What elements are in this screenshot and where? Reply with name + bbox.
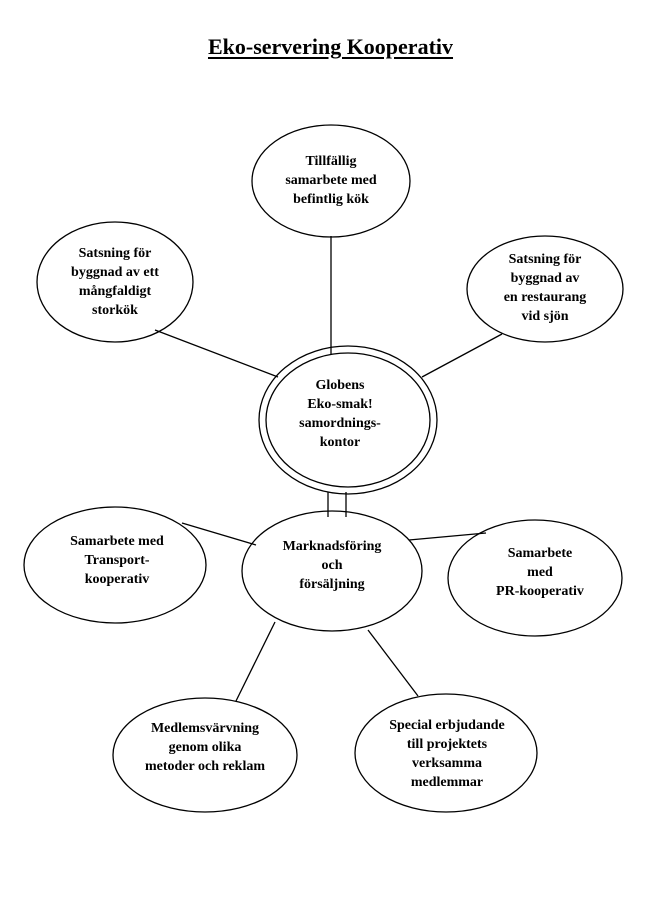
node-text-line: Samarbete med <box>70 533 164 549</box>
node-top-label: Tillfällig samarbete med befintlig kök <box>252 130 410 230</box>
node-text-line: Transport- <box>84 552 150 568</box>
connector-center-upper-left <box>154 329 279 378</box>
node-text-line: Samarbete <box>507 545 573 561</box>
node-top-ellipse <box>251 124 411 238</box>
node-text-line: mångfaldigt <box>78 284 152 299</box>
diagram-title-text: Eko-servering Kooperativ <box>207 34 454 59</box>
node-bottom-left-label: Medlemsvärvning genom olika metoder och re… <box>115 707 295 787</box>
connector-marketing-left <box>181 522 257 546</box>
node-text-line: till projektets <box>406 737 488 752</box>
node-text-line: kontor <box>319 435 361 450</box>
node-text-line: verksamma <box>412 756 482 771</box>
node-text-line: Tillfällig <box>305 153 357 169</box>
node-marketing-label: Marknadsföring och försäljning <box>252 525 412 605</box>
node-left-ellipse <box>23 506 207 624</box>
node-upper-right-label: Satsning för byggnad av en restaurang vid s… <box>467 240 623 336</box>
node-center-outer-ellipse <box>258 345 438 495</box>
node-text-line: samordnings- <box>299 416 381 431</box>
node-bottom-right-ellipse <box>354 693 538 813</box>
node-text-line: Satsning för <box>508 252 582 267</box>
node-text-line: samarbete med <box>285 172 377 188</box>
node-text-line: befintlig kök <box>293 191 369 207</box>
node-text-line: Globens <box>315 378 365 393</box>
node-text-line: försäljning <box>299 576 365 592</box>
node-text-line: Marknadsföring <box>282 538 382 554</box>
connector-marketing-bottom-left <box>235 621 276 702</box>
diagram-title: Eko-servering Kooperativ <box>0 34 661 60</box>
node-text-line: medlemmar <box>410 775 484 790</box>
node-text-line: vid sjön <box>521 309 569 324</box>
node-text-line: byggnad av <box>510 271 580 286</box>
node-text-line: genom olika <box>168 739 242 755</box>
node-upper-left-label: Satsning för byggnad av ett mångfaldigt sto… <box>37 230 193 334</box>
node-center-inner-ellipse <box>265 352 431 488</box>
connector-marketing-bottom-right <box>367 629 419 697</box>
node-bottom-left-ellipse <box>112 697 298 813</box>
node-bottom-right-label: Special erbjudande till projektets verksam… <box>365 704 529 804</box>
node-text-line: Medlemsvärvning <box>150 720 260 736</box>
node-text-line: Special erbjudande <box>389 718 505 733</box>
node-right-ellipse <box>447 519 623 637</box>
node-marketing-ellipse <box>241 510 423 632</box>
node-text-line: med <box>527 564 553 580</box>
node-text-line: kooperativ <box>84 571 150 587</box>
node-upper-left-ellipse <box>36 221 194 343</box>
node-text-line: storkök <box>92 303 138 318</box>
node-text-line: och <box>321 557 343 573</box>
node-text-line: en restaurang <box>503 290 587 305</box>
connector-marketing-right <box>408 532 487 541</box>
connector-center-upper-right <box>421 333 503 378</box>
node-text-line: PR-kooperativ <box>496 583 584 599</box>
node-text-line: Eko-smak! <box>307 397 373 412</box>
node-text-line: Satsning för <box>78 246 152 261</box>
node-text-line: metoder och reklam <box>144 758 265 774</box>
node-upper-right-ellipse <box>466 235 624 343</box>
node-text-line: byggnad av ett <box>71 265 159 280</box>
